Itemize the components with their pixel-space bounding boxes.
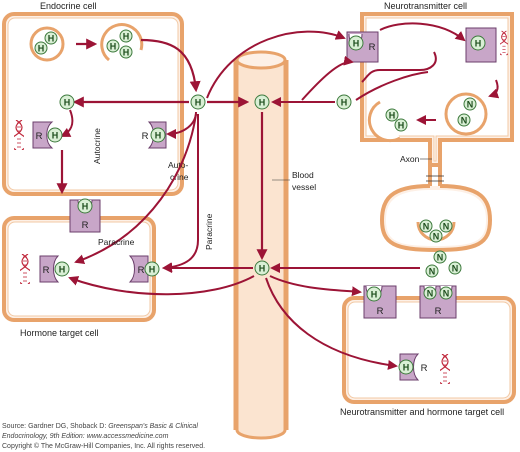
neurotransmitter-molecule: N — [443, 222, 450, 232]
nt-hormone-target-cell-label: Neurotransmitter and hormone target cell — [340, 407, 504, 417]
neurotransmitter-molecule: N — [443, 289, 450, 299]
membrane-receptor: R H — [142, 121, 167, 149]
membrane-receptor: H R — [363, 285, 397, 319]
intracellular-receptor: R H — [32, 121, 63, 149]
receptor-label: R — [377, 306, 384, 317]
receptor-label: R — [138, 265, 145, 276]
neurotransmitter-vesicle: N N N — [416, 219, 456, 243]
hormone-molecule: H — [155, 131, 162, 141]
hormone-molecule: H — [341, 98, 348, 108]
hormone-molecule: H — [123, 48, 130, 58]
hormone-molecule: H — [52, 131, 59, 141]
hormone-molecule: H — [110, 42, 117, 52]
receptor-label: R — [142, 131, 149, 142]
neurotransmitter-cell-label: Neurotransmitter cell — [384, 1, 467, 11]
receptor-label: R — [421, 363, 428, 374]
membrane-receptor: H R — [69, 198, 101, 233]
source-line-1: Source: Gardner DG, Shoback D: Greenspan… — [2, 423, 198, 430]
hormone-molecule: H — [398, 121, 405, 131]
autocrine-arrow — [60, 109, 74, 137]
paracrine-arrow — [74, 113, 197, 265]
blood-vessel-label-line1: Blood — [292, 170, 314, 180]
hormone-molecule: H — [38, 44, 45, 54]
hormone-molecule: H — [48, 34, 55, 44]
endocrine-arrow — [269, 275, 362, 297]
source-line-2: Endocrinology, 9th Edition: www.accessme… — [2, 433, 169, 440]
hormone-molecule: H — [371, 290, 378, 300]
secretion-arrow — [140, 38, 201, 93]
source-title: Greenspan's Basic & Clinical — [108, 423, 198, 430]
autocrine-label: Autocrine — [92, 128, 102, 164]
hormone-target-cell — [2, 216, 156, 322]
hormone-molecule: H — [149, 265, 156, 275]
hormone-target-cell-label: Hormone target cell — [20, 328, 99, 338]
neurotransmitter-molecule: N — [429, 267, 436, 277]
axon-terminal — [379, 184, 493, 253]
paracrine-label: Paracrine — [98, 237, 135, 247]
hormone-molecule: H — [64, 98, 71, 108]
hormone-molecule: H — [403, 363, 410, 373]
membrane-receptor: H R — [346, 31, 379, 63]
secretion-arrow — [355, 71, 429, 101]
hormone-molecule: H — [59, 265, 66, 275]
autocrine-label-line1: Auto- — [168, 160, 188, 170]
endocrine-arrow — [206, 30, 346, 99]
transport-arrow — [301, 55, 354, 101]
intracellular-receptor: R H — [39, 255, 70, 283]
neurotransmitter-molecule: N — [461, 116, 468, 126]
neurotransmitter-molecule: N — [467, 100, 474, 110]
secretory-vesicle: H H — [29, 26, 65, 62]
transport-arrow — [488, 79, 500, 99]
hormone-molecule: H — [123, 32, 130, 42]
hormone-molecule: H — [353, 39, 360, 49]
neurotransmitter-molecule: N — [433, 232, 440, 242]
neurotransmitter-vesicle: N N — [444, 92, 488, 136]
neurotransmitter-molecule: N — [452, 264, 459, 274]
blood-vessel-label-line2: vessel — [292, 182, 316, 192]
receptor-label: R — [43, 265, 50, 276]
membrane-receptor: H — [465, 27, 508, 63]
source-prefix: Source: Gardner DG, Shoback D: — [2, 423, 108, 430]
hormone-molecule: H — [82, 202, 89, 212]
hormone-molecule: H — [475, 39, 482, 49]
hormone-molecule: H — [195, 98, 202, 108]
hormone-molecule: H — [389, 111, 396, 121]
signal-arrow — [379, 22, 466, 42]
hormone-molecule: H — [259, 98, 266, 108]
hormone-molecule: H — [259, 264, 266, 274]
nt-hormone-target-cell — [342, 296, 516, 404]
neurotransmitter-molecule: N — [437, 253, 444, 263]
endocrine-arrow — [68, 275, 255, 296]
fusing-vesicle: H H H — [100, 23, 144, 62]
endocrine-arrow — [265, 277, 398, 370]
paracrine-label-vertical: Paracrine — [204, 213, 214, 250]
membrane-receptor: R H — [128, 255, 160, 283]
intracellular-receptor: H R — [398, 353, 428, 381]
secretion-arrow — [361, 51, 437, 83]
receptor-label: R — [369, 42, 376, 53]
endocrine-cell-label: Endocrine cell — [40, 1, 97, 11]
secretory-vesicle: H H — [367, 100, 408, 143]
receptor-label: R — [36, 131, 43, 142]
axon-label: Axon — [400, 154, 420, 164]
neurotransmitter-molecule: N — [423, 222, 430, 232]
autocrine-label-line2: crine — [170, 172, 189, 182]
copyright-text: Copyright © The McGraw-Hill Companies, I… — [2, 442, 205, 450]
receptor-label: R — [82, 220, 89, 231]
neurotransmitter-molecule: N — [427, 289, 434, 299]
receptor-label: R — [435, 306, 442, 317]
membrane-receptor: N N R — [419, 285, 457, 319]
